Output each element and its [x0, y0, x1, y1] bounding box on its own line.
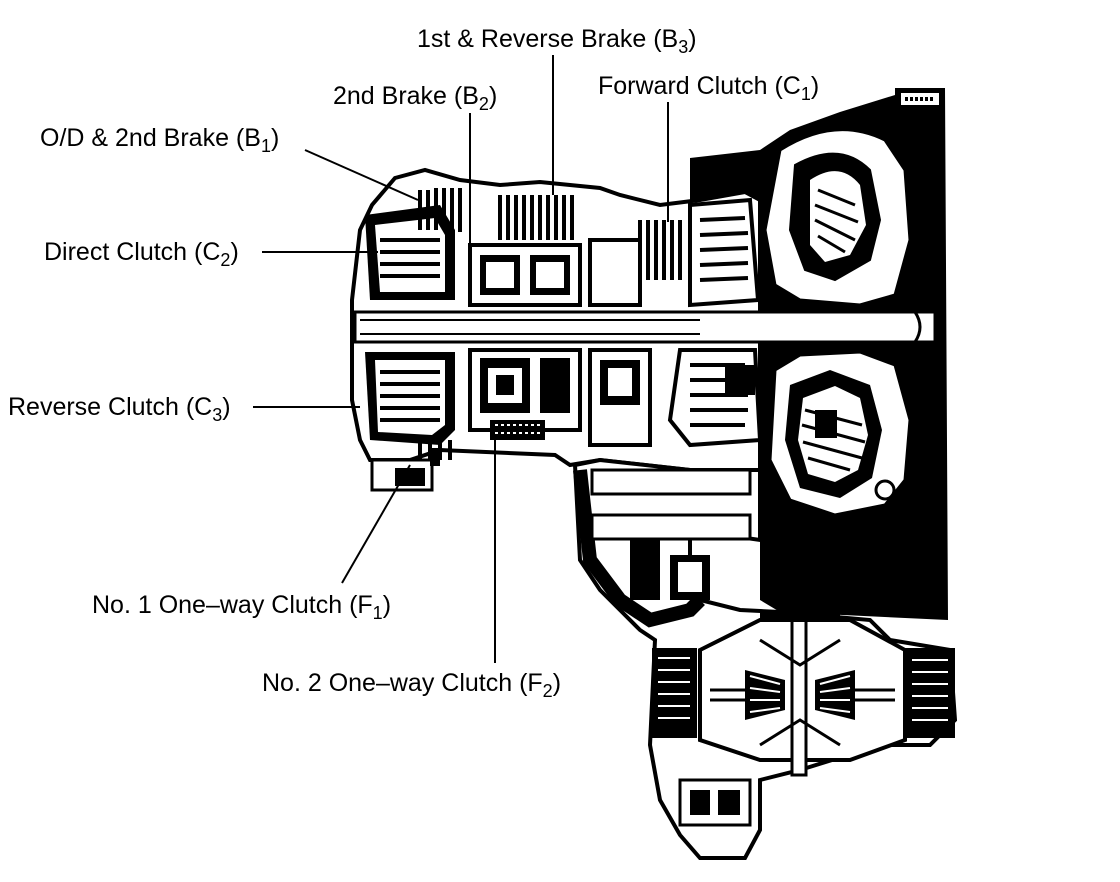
label-f1: No. 1 One–way Clutch (F1): [92, 591, 391, 623]
leader-lines: [253, 55, 669, 663]
planetary-gear-sets: [468, 238, 652, 447]
label-b1: O/D & 2nd Brake (B1): [40, 124, 279, 156]
leader-f1: [341, 464, 411, 584]
label-f2: No. 2 One–way Clutch (F2): [262, 669, 561, 701]
label-c2: Direct Clutch (C2): [44, 238, 239, 270]
leader-b1: [304, 149, 419, 201]
label-b2: 2nd Brake (B2): [333, 82, 497, 114]
label-c1: Forward Clutch (C1): [598, 72, 819, 104]
label-c3: Reverse Clutch (C3): [8, 393, 231, 425]
brake-packs: [418, 188, 682, 460]
transaxle-drawing: [350, 88, 958, 860]
label-b3: 1st & Reverse Brake (B3): [417, 25, 697, 57]
differential: [652, 612, 955, 777]
main-shaft: [353, 310, 937, 344]
component-labels: 1st & Reverse Brake (B3) 2nd Brake (B2) …: [8, 25, 819, 701]
